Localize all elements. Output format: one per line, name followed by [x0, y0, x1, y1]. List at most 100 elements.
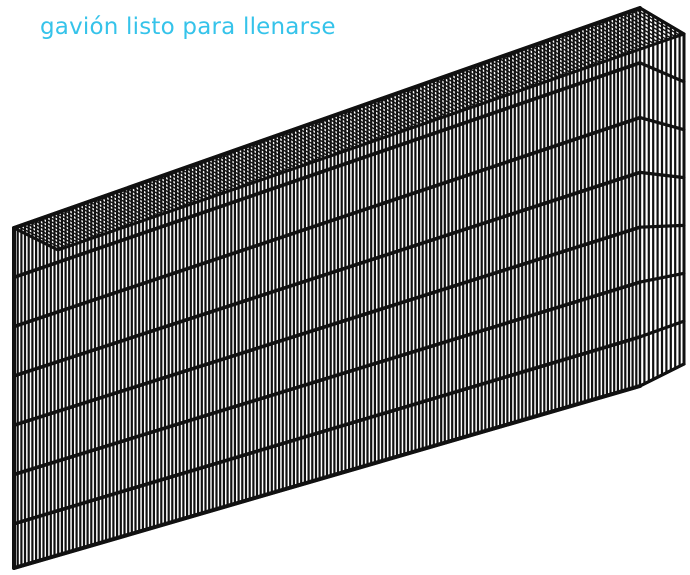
top-wire [46, 215, 93, 240]
top-wire [330, 115, 376, 142]
top-wire [217, 155, 264, 181]
top-wire [605, 19, 652, 47]
top-wire [117, 190, 164, 215]
top-wire [196, 162, 243, 188]
end-band [638, 271, 686, 284]
top-wire [430, 80, 476, 107]
top-wire [497, 57, 543, 84]
top-wire [384, 96, 431, 123]
top-wire [351, 108, 397, 135]
top-wire [301, 126, 347, 152]
top-wire [405, 89, 451, 116]
top-wire [63, 209, 109, 234]
top-wire [514, 51, 560, 78]
top-wire [401, 90, 447, 117]
top-wire [580, 27, 627, 55]
top-wire [318, 120, 364, 146]
top-wire [368, 102, 414, 129]
top-wire [159, 175, 205, 201]
top-wire [280, 133, 326, 159]
top-wire [322, 118, 368, 145]
top-wire [555, 36, 602, 64]
horizontal-band [12, 225, 642, 428]
top-wire [259, 140, 305, 166]
top-wire [84, 202, 130, 227]
top-wire [142, 181, 189, 207]
top-wire [635, 8, 681, 37]
top-wire [92, 199, 139, 224]
end-band [638, 61, 686, 84]
top-wire [505, 54, 552, 81]
top-wire [71, 206, 118, 231]
horizontal-band [12, 280, 642, 477]
top-wire [188, 165, 235, 191]
top-wire [539, 42, 585, 70]
top-wire [171, 171, 218, 197]
top-wire [34, 219, 80, 244]
top-wire [42, 216, 88, 241]
top-wire [284, 131, 330, 158]
top-wire [209, 158, 255, 184]
top-wire [576, 29, 623, 57]
top-wire [242, 146, 289, 172]
frame-left-depth [12, 226, 60, 252]
top-wire [568, 32, 614, 60]
top-wire [622, 13, 668, 41]
top-wire [380, 98, 426, 125]
top-wire [17, 225, 63, 250]
top-wire [30, 221, 76, 245]
top-wire [255, 142, 301, 168]
top-wire [213, 156, 259, 182]
top-wire [292, 128, 339, 155]
top-wire [88, 200, 134, 225]
top-wire [572, 30, 618, 58]
top-wire [413, 86, 460, 113]
top-wire [484, 61, 531, 89]
top-wire [355, 106, 401, 133]
top-wire [501, 55, 547, 83]
top-wire [376, 99, 422, 126]
horizontal-band [12, 335, 642, 526]
top-wire [530, 45, 577, 73]
top-wire [75, 205, 122, 230]
top-wire [221, 153, 268, 179]
top-wire [518, 49, 564, 77]
top-wire [597, 22, 643, 50]
top-wire [443, 76, 489, 103]
top-wire [246, 145, 293, 171]
vertical-wires [12, 6, 686, 570]
top-wire [343, 111, 389, 137]
top-wire [226, 152, 272, 178]
top-wire [593, 23, 639, 51]
top-wire [455, 71, 502, 99]
top-wire [288, 130, 335, 156]
top-wire [167, 172, 214, 198]
caption-title: gavión listo para llenarse [40, 14, 336, 40]
top-wire [263, 139, 310, 165]
top-wire [560, 35, 606, 63]
top-wire [363, 104, 410, 130]
top-wire [509, 52, 556, 80]
frame-bottom [12, 384, 642, 570]
top-wire [100, 196, 147, 221]
top-wire [626, 11, 673, 39]
top-wire [305, 124, 351, 150]
top-wire [476, 64, 522, 91]
top-wire [155, 177, 201, 202]
frame-wires [12, 6, 686, 570]
top-wire [338, 112, 385, 139]
top-wire [326, 117, 372, 143]
top-wire [251, 143, 297, 169]
top-wire [618, 14, 664, 42]
top-wire [313, 121, 360, 148]
top-wire [201, 161, 247, 186]
top-wire [205, 159, 251, 185]
top-wire [422, 83, 468, 110]
top-wire [55, 212, 101, 237]
frame-bottom-end [638, 362, 686, 388]
horizontal-band [12, 115, 642, 329]
top-wire [59, 211, 105, 235]
top-wire [21, 224, 68, 248]
top-wire [121, 189, 168, 214]
